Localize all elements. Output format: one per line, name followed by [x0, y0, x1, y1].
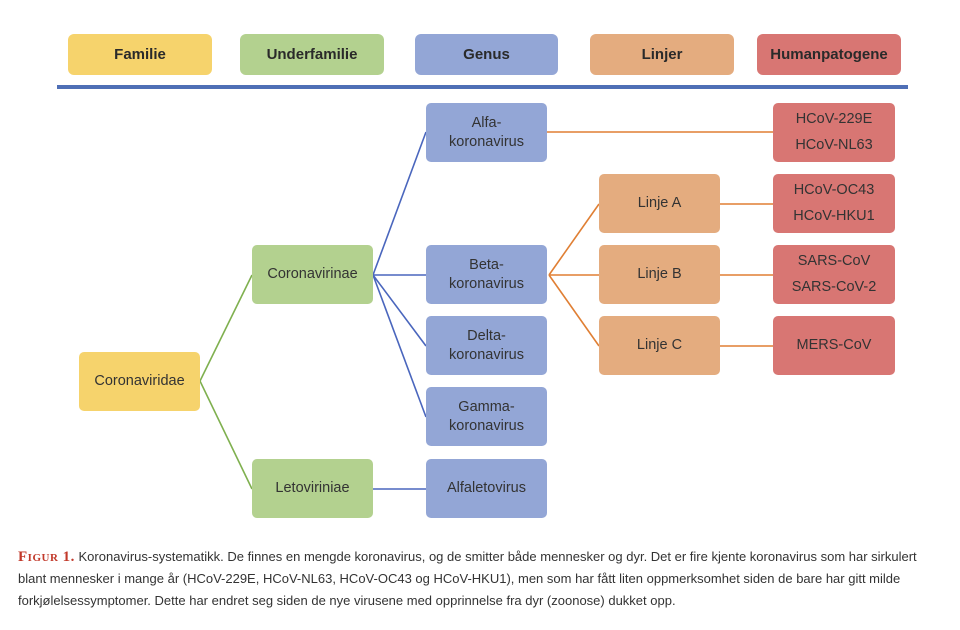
node-human-linje-a: HCoV-OC43 HCoV-HKU1 [773, 174, 895, 233]
figure-caption: Figur 1. Koronavirus-systematikk. De fin… [18, 546, 948, 612]
link-coronavirinae-alfa [372, 131, 427, 276]
header-familie: Familie [68, 34, 212, 75]
pathogen-name: SARS-CoV [797, 253, 871, 270]
node-label-line1: Delta- [467, 327, 506, 344]
node-linje-b: Linje B [599, 245, 720, 304]
node-letoviriniae: Letoviriniae [252, 459, 373, 518]
header-divider [57, 85, 908, 89]
header-linjer: Linjer [590, 34, 734, 75]
node-human-linje-b: SARS-CoV SARS-CoV-2 [773, 245, 895, 304]
node-label-line1: Gamma- [458, 398, 515, 415]
header-humanpatogene: Humanpatogene [757, 34, 901, 75]
figure-label: Figur 1. [18, 549, 75, 565]
pathogen-name: HCoV-229E [795, 111, 873, 128]
node-label: Linje C [636, 337, 683, 353]
pathogen-name: MERS-CoV [796, 337, 872, 353]
node-alfakoronavirus: Alfa- koronavirus [426, 103, 547, 162]
pathogen-name: HCoV-OC43 [793, 182, 875, 199]
node-label: Linje B [637, 266, 682, 282]
node-label: Letoviriniae [275, 480, 350, 496]
node-alfaletovirus: Alfaletovirus [426, 459, 547, 518]
node-label: Coronaviridae [94, 373, 185, 389]
node-label-line2: koronavirus [449, 346, 524, 363]
link-coronaviridae-letoviriniae [199, 380, 253, 490]
link-coronavirinae-gamma [372, 274, 427, 418]
header-genus: Genus [415, 34, 558, 75]
node-deltakoronavirus: Delta- koronavirus [426, 316, 547, 375]
node-coronavirinae: Coronavirinae [252, 245, 373, 304]
node-betakoronavirus: Beta- koronavirus [426, 245, 547, 304]
node-label-line2: koronavirus [449, 133, 524, 150]
node-label: Coronavirinae [267, 266, 358, 282]
node-label: Linje A [637, 195, 682, 211]
link-beta-linjec [548, 274, 600, 347]
pathogen-name: HCoV-HKU1 [793, 207, 875, 224]
figure-caption-text: Koronavirus-systematikk. De finnes en me… [18, 549, 917, 608]
pathogen-name: HCoV-NL63 [795, 136, 873, 153]
link-beta-linjea [548, 203, 600, 276]
node-linje-c: Linje C [599, 316, 720, 375]
node-gammakoronavirus: Gamma- koronavirus [426, 387, 547, 446]
node-label-line1: Beta- [469, 256, 504, 273]
node-label-line1: Alfa- [471, 114, 502, 131]
node-label-line2: koronavirus [449, 275, 524, 292]
node-human-linje-c: MERS-CoV [773, 316, 895, 375]
node-coronaviridae: Coronaviridae [79, 352, 200, 411]
header-underfamilie: Underfamilie [240, 34, 384, 75]
node-linje-a: Linje A [599, 174, 720, 233]
node-human-alfa: HCoV-229E HCoV-NL63 [773, 103, 895, 162]
link-coronaviridae-coronavirinae [199, 274, 253, 382]
pathogen-name: SARS-CoV-2 [791, 278, 877, 295]
node-label-line2: koronavirus [449, 417, 524, 434]
node-label: Alfaletovirus [447, 480, 526, 496]
link-coronavirinae-delta [372, 274, 427, 347]
